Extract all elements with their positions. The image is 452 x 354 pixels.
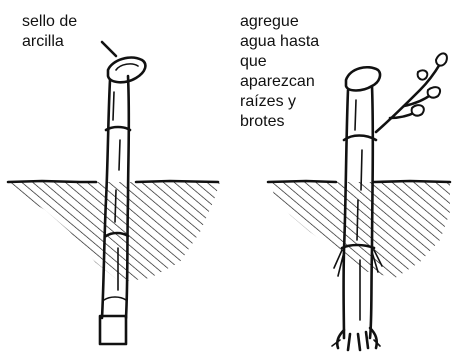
clay-seal — [106, 56, 147, 84]
right-cutting-stem-right — [368, 84, 375, 340]
left-stem-texture — [112, 91, 121, 291]
left-scene — [6, 40, 220, 346]
leaf-top — [434, 52, 448, 67]
right-clay-seal — [344, 66, 382, 92]
left-node-2 — [104, 231, 130, 238]
label-pointer — [100, 40, 118, 58]
watering-instruction-label: agregue agua hasta que aparezcan raízes … — [240, 12, 319, 132]
left-node-1 — [104, 125, 132, 132]
right-ground-line — [266, 179, 452, 184]
clay-seal-label-line-1: sello de — [22, 13, 78, 30]
instruction-line-1: agregue — [240, 13, 299, 30]
right-scene — [266, 52, 452, 352]
left-cutting-stem-right — [124, 74, 131, 320]
left-node-3 — [103, 296, 127, 301]
instruction-line-2: agua hasta — [240, 33, 320, 50]
clay-seal-label: sello de arcilla — [22, 12, 77, 52]
roots-base-fine — [331, 339, 381, 347]
clay-seal-label-line-2: arcilla — [22, 33, 64, 50]
instruction-line-4: aparezcan — [240, 73, 315, 90]
roots-upper — [333, 249, 383, 277]
clay-seal-inner — [115, 63, 139, 71]
right-soil-hatching — [270, 182, 450, 278]
instruction-line-6: brotes — [240, 113, 285, 130]
instruction-line-3: que — [240, 53, 267, 70]
left-cutting-base — [98, 314, 128, 346]
left-ground-line — [6, 179, 220, 184]
roots-base — [335, 326, 379, 352]
leaf-small — [416, 69, 429, 81]
leaf-mid — [426, 86, 442, 99]
right-cutting-stem — [342, 88, 350, 340]
right-node-1 — [342, 134, 378, 142]
right-node-2 — [340, 243, 376, 250]
right-stem-texture — [354, 99, 363, 321]
left-cutting-stem — [100, 78, 112, 320]
leaf-low — [410, 104, 425, 117]
instruction-line-5: raízes y — [240, 93, 297, 110]
shoot-branch — [374, 62, 442, 134]
